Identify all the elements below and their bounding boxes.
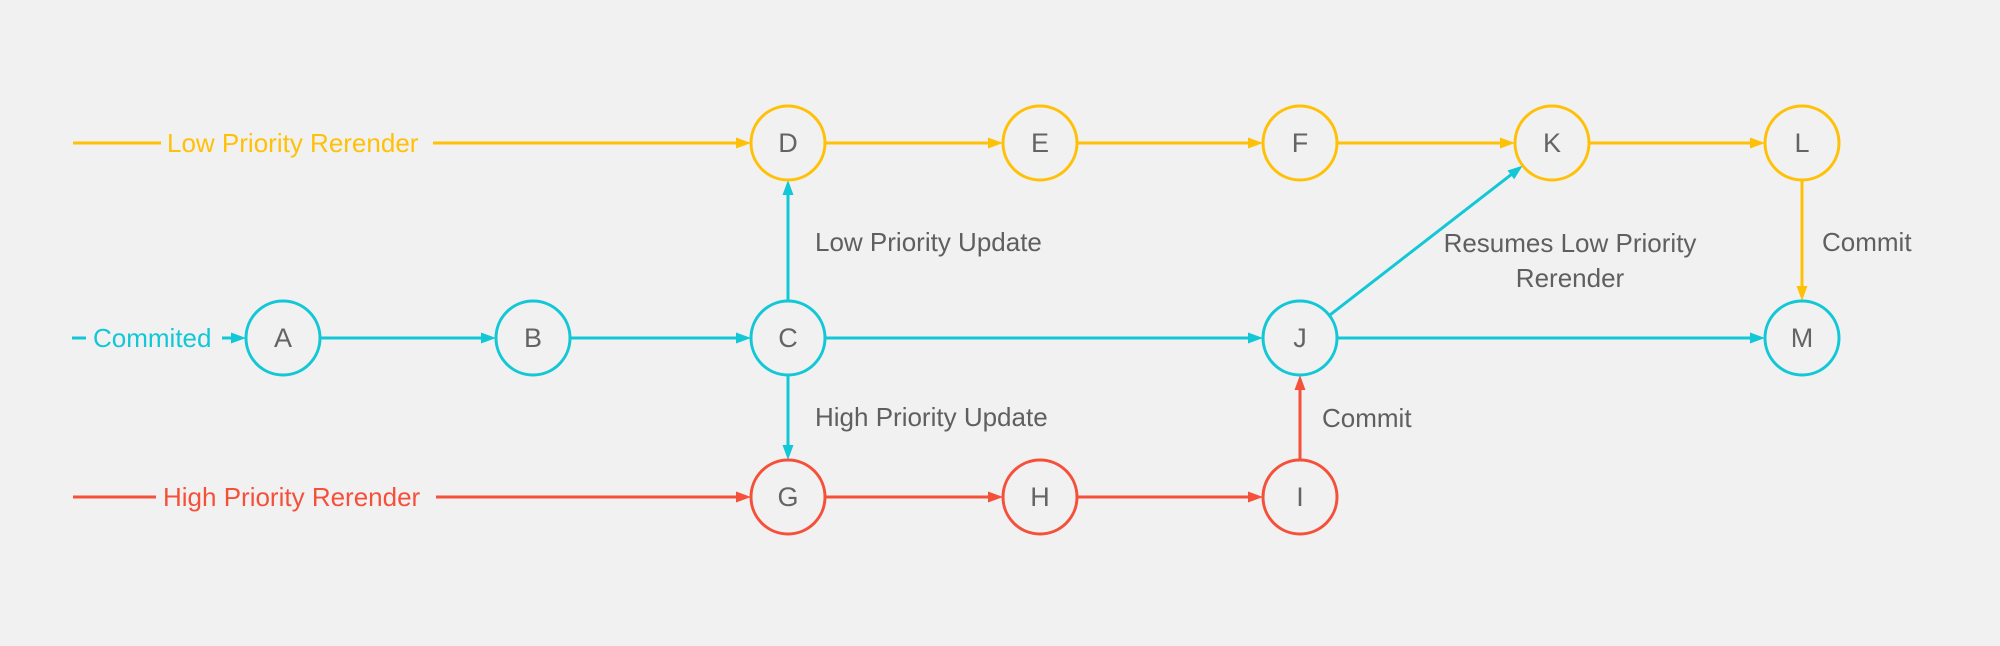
node-M-circle [1763, 299, 1841, 377]
edge-J-K-arrowhead [1507, 165, 1523, 180]
edge-E-F-arrowhead [1248, 137, 1263, 149]
node-C-circle [749, 299, 827, 377]
edge-A-B-arrowhead [481, 332, 496, 344]
edge-H-I-arrowhead [1248, 491, 1263, 503]
node-F-letter: F [1292, 128, 1309, 158]
node-B-letter: B [524, 323, 542, 353]
edge-G-H-arrowhead [988, 491, 1003, 503]
annotation-low-priority-update: Low Priority Update [815, 227, 1042, 257]
node-K-circle [1513, 104, 1591, 182]
annotation-resumes-low-priority-rerender-line-1: Resumes Low Priority [1444, 228, 1697, 258]
node-K-letter: K [1543, 128, 1561, 158]
annotation-high-priority-update: High Priority Update [815, 402, 1048, 432]
edge-J-M-arrowhead [1750, 332, 1765, 344]
edge-B-C-arrowhead [736, 332, 751, 344]
node-G-circle [749, 458, 827, 536]
annotation-commit-high-priority: Commit [1322, 403, 1412, 433]
edge-J-K [1328, 170, 1516, 317]
node-G-letter: G [777, 482, 798, 512]
lane-high-priority-rerender-arrowhead [736, 491, 751, 503]
node-J-letter: J [1293, 323, 1307, 353]
node-B-circle [494, 299, 572, 377]
node-J-circle [1261, 299, 1339, 377]
node-D-circle [749, 104, 827, 182]
node-I-letter: I [1296, 482, 1304, 512]
edge-F-K-arrowhead [1500, 137, 1515, 149]
lane-committed-arrowhead [231, 332, 246, 344]
edge-K-L-arrowhead [1750, 137, 1765, 149]
edge-C-J-arrowhead [1248, 332, 1263, 344]
node-F-circle [1261, 104, 1339, 182]
node-A-letter: A [274, 323, 292, 353]
edge-I-J-arrowhead [1294, 375, 1306, 390]
edge-C-G-arrowhead [782, 445, 794, 460]
lane-label-committed: Commited [93, 323, 211, 353]
node-L-circle [1763, 104, 1841, 182]
annotation-commit-low-priority: Commit [1822, 227, 1912, 257]
edge-C-D-arrowhead [782, 180, 794, 195]
node-M-letter: M [1791, 323, 1814, 353]
node-A-circle [244, 299, 322, 377]
node-E-circle [1001, 104, 1079, 182]
node-E-letter: E [1031, 128, 1049, 158]
node-H-circle [1001, 458, 1079, 536]
node-I-circle [1261, 458, 1339, 536]
edge-L-M-arrowhead [1796, 286, 1808, 301]
node-H-letter: H [1030, 482, 1050, 512]
annotation-resumes-low-priority-rerender-line-2: Rerender [1516, 263, 1625, 293]
lane-label-low-priority-rerender: Low Priority Rerender [167, 128, 419, 158]
lane-low-priority-rerender-arrowhead [736, 137, 751, 149]
edge-D-E-arrowhead [988, 137, 1003, 149]
node-C-letter: C [778, 323, 798, 353]
node-L-letter: L [1794, 128, 1809, 158]
lane-label-high-priority-rerender: High Priority Rerender [163, 482, 421, 512]
node-D-letter: D [778, 128, 798, 158]
